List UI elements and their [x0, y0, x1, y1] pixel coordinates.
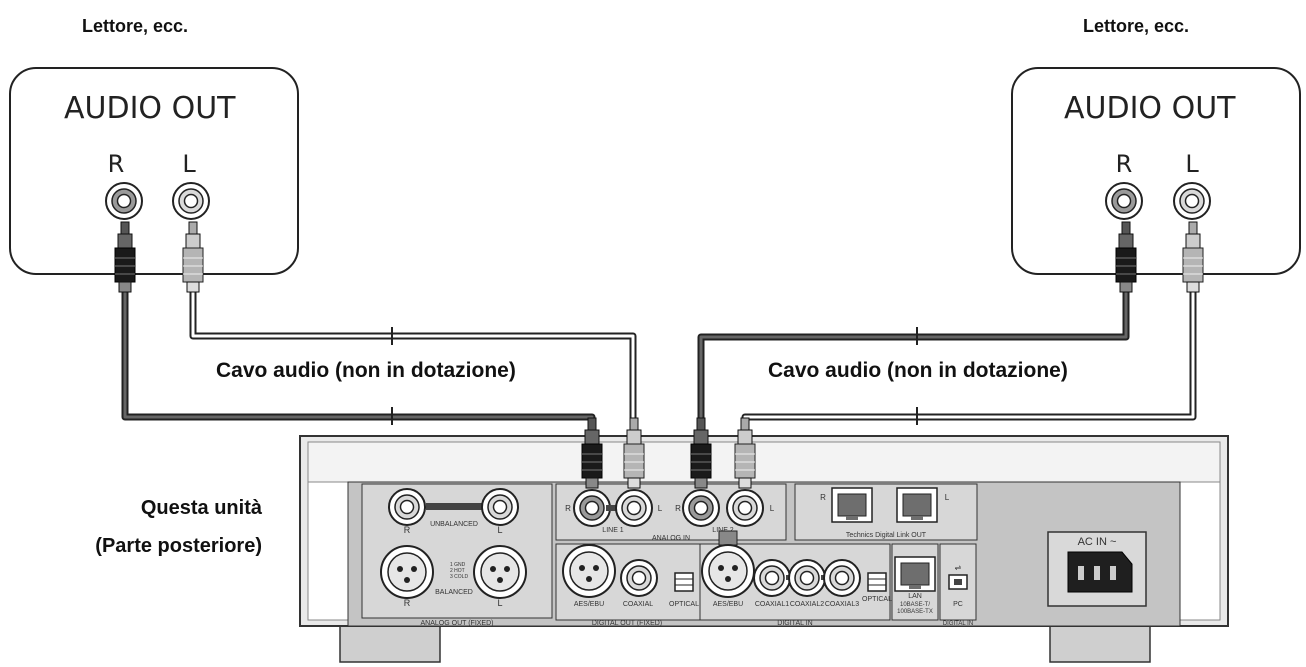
- digital-in-section: AES/EBU COAXIAL1 COAXIAL2 COAXIAL3 OPTIC…: [699, 530, 892, 627]
- analog-out-l-mark: L: [497, 525, 502, 535]
- cable-right-label: Cavo audio (non in dotazione): [768, 359, 1068, 382]
- analog-in-section: R L R L LINE 1 LINE 2 ANALOG IN: [555, 483, 787, 542]
- analog-out-unbalanced-l-jack[interactable]: [481, 488, 519, 526]
- pin-legend-1: 1 GND: [450, 562, 466, 568]
- digital-in-optical-port[interactable]: [867, 572, 887, 592]
- digital-in-aes-label: AES/EBU: [713, 601, 743, 608]
- line2-r-jack[interactable]: [682, 489, 720, 527]
- digital-in-coaxial2-label: COAXIAL2: [790, 601, 824, 608]
- digital-in-coaxial3-jack[interactable]: [823, 559, 861, 597]
- digital-in-aes-jack[interactable]: [701, 544, 755, 598]
- analog-out-r-mark: R: [404, 525, 411, 535]
- analog-out-balanced-l-jack[interactable]: [473, 545, 527, 599]
- digital-out-aes-label: AES/EBU: [574, 601, 604, 608]
- analog-in-line1-r-mark: R: [565, 504, 571, 513]
- rca-jack-l-right[interactable]: [1173, 182, 1211, 220]
- cable-left-label: Cavo audio (non in dotazione): [216, 359, 516, 382]
- analog-out-balanced-r-jack[interactable]: [380, 545, 434, 599]
- digital-link-r-port[interactable]: [831, 487, 873, 523]
- rca-plug-line1-l: [623, 417, 645, 489]
- rca-plug-line1-r: [581, 417, 603, 489]
- pc-section: ⇌ PC DIGITAL IN: [939, 543, 977, 627]
- rca-jack-r-left[interactable]: [105, 182, 143, 220]
- digital-out-coaxial-jack[interactable]: [620, 559, 658, 597]
- audio-out-title-right: AUDIO OUT: [1064, 91, 1236, 126]
- digital-in-coaxial3-label: COAXIAL3: [825, 601, 859, 608]
- channel-r-label-left: R: [108, 150, 125, 178]
- analog-in-line1-l-mark: L: [658, 504, 663, 513]
- digital-in-section-label: DIGITAL IN: [777, 620, 812, 627]
- balanced-l-mark: L: [497, 598, 502, 608]
- ac-in-section: AC IN ~: [1047, 531, 1147, 607]
- analog-out-section-label: ANALOG OUT (FIXED): [421, 620, 494, 627]
- rca-plug-line2-l: [734, 417, 756, 489]
- digital-out-section: AES/EBU COAXIAL OPTICAL DIGITAL OUT (FIX…: [555, 543, 701, 627]
- digital-in-coaxial2-jack[interactable]: [788, 559, 826, 597]
- digital-in-coaxial1-label: COAXIAL1: [755, 601, 789, 608]
- digital-out-coaxial-label: COAXIAL: [623, 601, 653, 608]
- line1-r-jack[interactable]: [573, 489, 611, 527]
- line1-label: LINE 1: [602, 527, 624, 534]
- lan-label: LAN: [908, 593, 922, 600]
- lan-spec-2: 100BASE-TX: [897, 609, 933, 615]
- rca-plug-line2-r: [690, 417, 712, 489]
- analog-out-unbalanced-r-jack[interactable]: [388, 488, 426, 526]
- line2-l-jack[interactable]: [726, 489, 764, 527]
- lan-spec-1: 10BASE-T/: [900, 602, 930, 608]
- lan-section: LAN 10BASE-T/ 100BASE-TX: [891, 543, 939, 621]
- channel-l-label-right: L: [1185, 150, 1199, 178]
- analog-in-section-label: ANALOG IN: [652, 535, 690, 542]
- digital-link-l-mark: L: [945, 493, 950, 502]
- digital-out-aes-jack[interactable]: [562, 544, 616, 598]
- ac-in-label: AC IN ~: [1078, 536, 1117, 548]
- rca-jack-r-right[interactable]: [1105, 182, 1143, 220]
- digital-link-l-port[interactable]: [896, 487, 938, 523]
- digital-in-optical-label: OPTICAL: [862, 596, 892, 603]
- pc-label: PC: [953, 601, 963, 608]
- digital-in-coaxial1-jack[interactable]: [753, 559, 791, 597]
- digital-out-section-label: DIGITAL OUT (FIXED): [592, 620, 662, 627]
- player-right-label: Lettore, ecc.: [1083, 16, 1189, 36]
- digital-link-section-label: Technics Digital Link OUT: [846, 532, 927, 539]
- rear-unit: UNBALANCED R L 1 GND 2 HOT 3 COLD BALANC…: [299, 417, 1229, 663]
- channel-r-label-right: R: [1116, 150, 1133, 178]
- line1-l-jack[interactable]: [615, 489, 653, 527]
- analog-in-line2-r-mark: R: [675, 504, 681, 513]
- lan-port[interactable]: [894, 556, 936, 592]
- analog-in-line2-l-mark: L: [770, 504, 775, 513]
- unbalanced-label: UNBALANCED: [430, 521, 478, 528]
- pc-section-label: DIGITAL IN: [943, 621, 973, 627]
- unit-label-line1: Questa unità: [141, 497, 263, 519]
- balanced-label: BALANCED: [435, 589, 473, 596]
- audio-out-title-left: AUDIO OUT: [64, 91, 236, 126]
- analog-out-section: UNBALANCED R L 1 GND 2 HOT 3 COLD BALANC…: [361, 483, 553, 627]
- player-box-right: AUDIO OUT R L: [1011, 67, 1301, 275]
- channel-l-label-left: L: [182, 150, 196, 178]
- usb-icon: ⇌: [955, 563, 962, 572]
- pin-legend-2: 2 HOT: [450, 568, 465, 574]
- unit-label-line2: (Parte posteriore): [95, 535, 262, 557]
- digital-out-optical-label: OPTICAL: [669, 601, 699, 608]
- player-left-label: Lettore, ecc.: [82, 16, 188, 36]
- digital-link-r-mark: R: [820, 493, 826, 502]
- digital-link-section: R L Technics Digital Link OUT: [794, 483, 978, 541]
- balanced-r-mark: R: [404, 598, 411, 608]
- digital-out-optical-port[interactable]: [674, 572, 694, 592]
- rca-jack-l-left[interactable]: [172, 182, 210, 220]
- pin-legend-3: 3 COLD: [450, 574, 468, 580]
- player-box-left: AUDIO OUT R L: [9, 67, 299, 275]
